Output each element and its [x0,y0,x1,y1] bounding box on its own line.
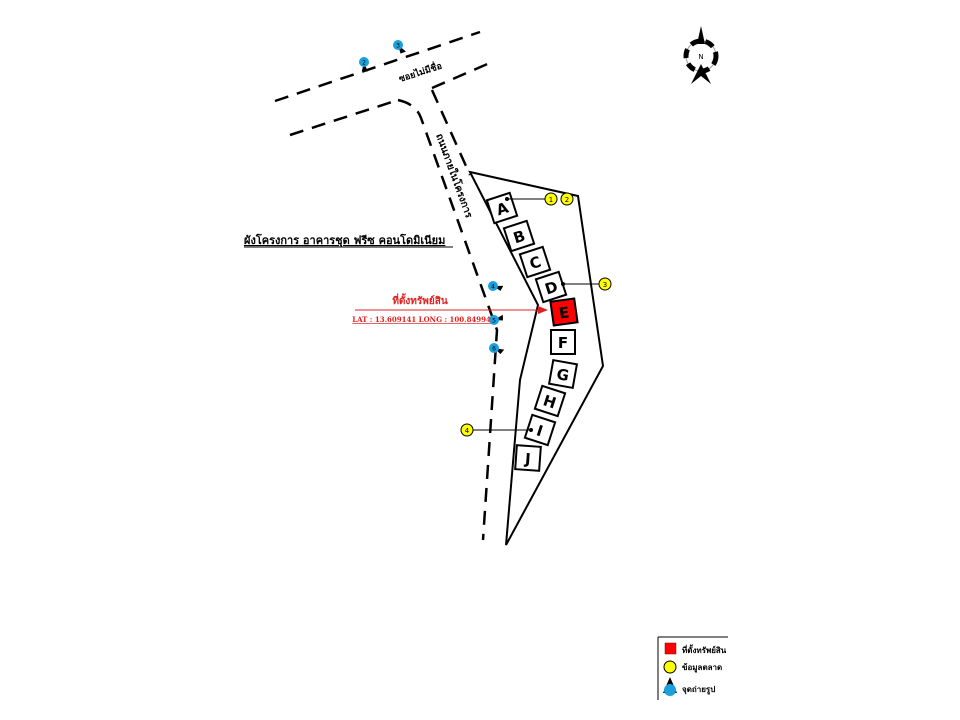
building-I: I [523,413,557,447]
property-coords: LAT : 13.609141 LONG : 100.849945 [352,315,496,324]
svg-text:6: 6 [492,346,496,353]
building-label: C [527,253,543,274]
top-road-label: ซอยไม่มีชื่อ [397,59,444,85]
legend-photo-label: จุดถ่ายรูป [682,684,715,695]
legend: ที่ตั้งทรัพย์สิน ข้อมูลตลาด จุดถ่ายรูป [657,636,728,700]
photo-point-6: 6 [489,343,505,355]
svg-text:3: 3 [603,281,607,289]
building-H: H [533,384,567,418]
project-road-label: ถนนภายในโครงการ [433,132,476,221]
building-label: G [555,365,570,385]
legend-photo-icon [664,684,676,696]
property-label: ที่ตั้งทรัพย์สิน [392,293,447,307]
building-label: J [524,450,532,468]
building-J: J [514,444,542,472]
compass-label: N [698,53,703,61]
svg-text:2: 2 [362,60,366,67]
svg-text:3: 3 [396,43,400,50]
building-E: E [549,297,579,327]
market-data-point-1: 1 [544,192,558,206]
building-D: D [534,270,568,304]
legend-market-icon [663,660,677,674]
building-label: F [558,334,568,352]
building-A: A [485,191,519,225]
svg-text:4: 4 [465,427,470,435]
project-lot-boundary [468,170,605,546]
svg-text:4: 4 [491,284,495,291]
north-arrow-compass-icon: N [683,26,719,84]
building-C: C [518,245,552,279]
building-label: D [543,277,560,298]
top-road [274,30,493,137]
svg-text:5: 5 [492,318,496,325]
page-title: ผังโครงการ อาคารชุด ฟรีซ คอนโดมิเนียม [244,233,445,248]
photo-point-3: 3 [393,40,406,54]
market-data-point-3: 3 [598,277,612,291]
building-F: F [550,329,576,355]
svg-text:2: 2 [565,196,569,204]
building-label: E [558,303,571,322]
legend-property-label: ที่ตั้งทรัพย์สิน [682,644,727,655]
photo-point-2: 2 [359,57,369,72]
photo-point-4: 4 [488,281,504,291]
building-label: B [511,227,527,248]
building-label: H [541,391,559,412]
legend-market-label: ข้อมูลตลาด [682,662,722,673]
market-data-point-4: 4 [460,423,474,437]
building-label: I [534,422,545,441]
market-data-point-2: 2 [560,192,574,206]
building-G: G [547,358,579,390]
project-road [397,89,499,541]
svg-text:1: 1 [549,196,553,204]
photo-point-5: 5 [489,314,503,325]
legend-property-icon [664,642,677,655]
building-B: B [502,219,536,253]
